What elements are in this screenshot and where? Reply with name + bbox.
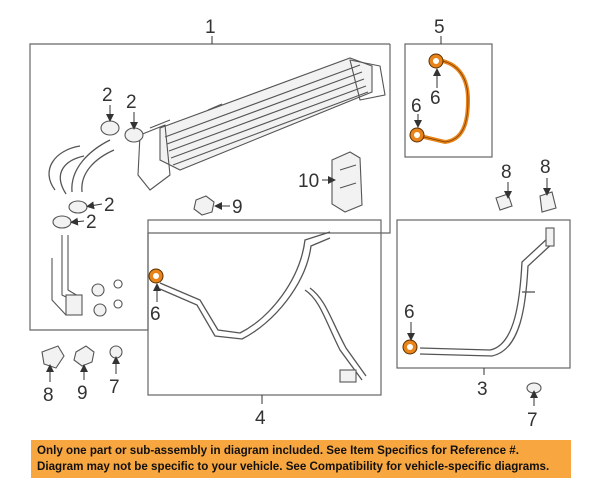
washer-part-7-right — [526, 382, 542, 394]
callout-8b: 8 — [501, 162, 512, 183]
disclaimer-line-1: Only one part or sub-assembly in diagram… — [37, 444, 519, 457]
callout-7b: 7 — [527, 410, 538, 431]
cooler-bracket-part-10 — [331, 151, 363, 213]
clip-part-8-right — [539, 191, 557, 213]
leader-2d — [70, 217, 85, 226]
cooler-line-part-4 — [159, 231, 367, 383]
bracket-part-8 — [41, 345, 65, 369]
callout-10: 10 — [298, 171, 319, 192]
callout-5: 5 — [434, 17, 445, 38]
callout-9a: 9 — [232, 197, 243, 218]
exploded-parts-diagram: 1 2 2 2 2 — [29, 17, 571, 431]
callout-9b: 9 — [77, 383, 88, 404]
callout-2b: 2 — [126, 92, 137, 113]
assembly-box-5 — [404, 43, 493, 158]
callout-6a: 6 — [430, 88, 441, 109]
nut-part-9 — [193, 195, 215, 216]
hose-clamp — [52, 120, 144, 229]
disclaimer-line-2: Diagram may not be specific to your vehi… — [37, 460, 550, 473]
nut-part-9-lower — [73, 345, 95, 367]
callout-2c: 2 — [104, 195, 115, 216]
callout-2d: 2 — [86, 212, 97, 233]
callout-6c: 6 — [150, 304, 161, 325]
callout-3: 3 — [477, 379, 488, 400]
assembly-box-4 — [147, 219, 382, 396]
callout-1: 1 — [205, 17, 216, 38]
callout-8a: 8 — [43, 385, 54, 406]
cooler-hose-set — [48, 139, 123, 317]
clip-part-8-left — [495, 193, 513, 211]
callout-6d: 6 — [404, 302, 415, 323]
leader-2c — [86, 201, 103, 210]
transmission-oil-cooler — [137, 57, 386, 191]
callout-6b: 6 — [411, 96, 422, 117]
cooler-line-part-3 — [419, 227, 555, 357]
disclaimer-banner: Only one part or sub-assembly in diagram… — [31, 440, 571, 478]
callout-7a: 7 — [109, 377, 120, 398]
callout-8c: 8 — [540, 157, 551, 178]
washer-part-7 — [109, 345, 123, 359]
callout-2a: 2 — [102, 85, 113, 106]
callout-4: 4 — [255, 408, 266, 429]
